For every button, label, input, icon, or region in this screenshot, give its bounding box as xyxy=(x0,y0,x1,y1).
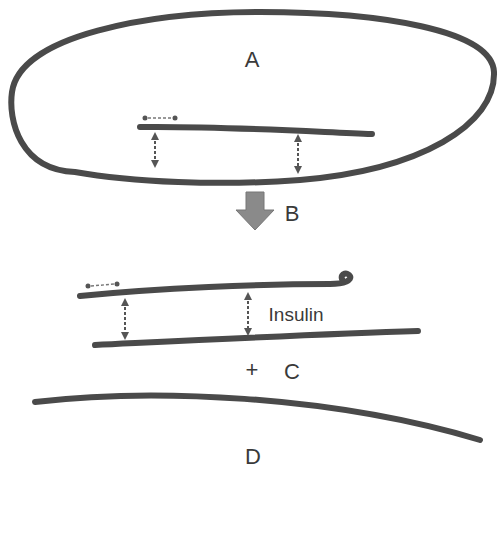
process-arrow xyxy=(236,192,274,230)
step-letter: B xyxy=(285,203,300,225)
disulfide-mark xyxy=(86,282,120,289)
disulfide-mark xyxy=(143,116,178,121)
b-chain xyxy=(140,127,372,134)
structure-letter: D xyxy=(245,446,261,468)
structure-letter: C xyxy=(284,361,300,383)
proinsulin-loop xyxy=(11,12,494,183)
disulfide-bond xyxy=(247,296,249,332)
disulfide-bond xyxy=(154,136,156,164)
molecule-name: Insulin xyxy=(269,305,324,324)
disulfide-bond xyxy=(124,302,126,336)
insulin-b-chain xyxy=(80,274,350,296)
plus-sign: + xyxy=(246,359,259,381)
c-peptide-chain xyxy=(35,396,480,440)
structure-letter: A xyxy=(245,49,260,71)
disulfide-bond xyxy=(297,138,299,170)
insulin-a-chain xyxy=(95,331,418,345)
